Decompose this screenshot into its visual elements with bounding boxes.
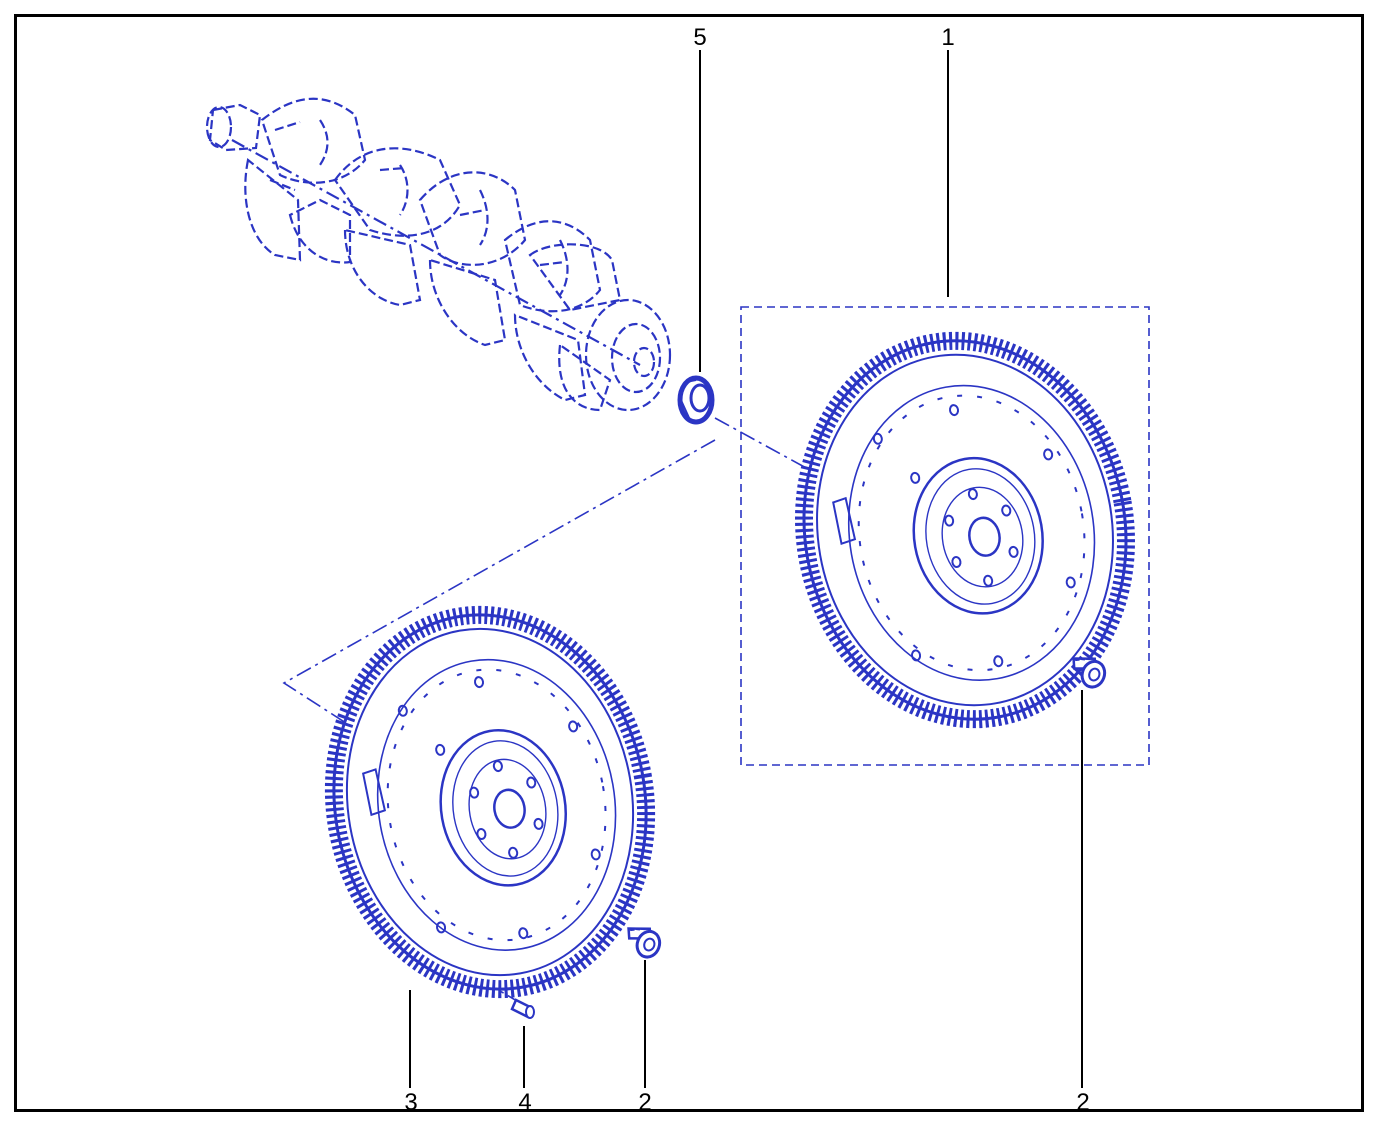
callout-2-right: 2: [1076, 1089, 1090, 1116]
callout-2-bottom: 2: [638, 1089, 652, 1116]
crankshaft-seal: [677, 375, 715, 425]
leader-lines: [409, 50, 1083, 1088]
callout-5: 5: [693, 24, 707, 51]
diagram-frame: [14, 14, 1364, 1112]
crankshaft: [205, 97, 672, 412]
flywheel-bottom: [324, 605, 656, 999]
dowel-pin: [510, 998, 535, 1019]
flywheel-top: [795, 331, 1135, 729]
assembly-box: [740, 306, 1150, 766]
callout-4: 4: [518, 1089, 532, 1116]
callout-3: 3: [404, 1089, 418, 1116]
callout-1: 1: [941, 24, 955, 51]
bolt-bottom: [619, 920, 666, 962]
